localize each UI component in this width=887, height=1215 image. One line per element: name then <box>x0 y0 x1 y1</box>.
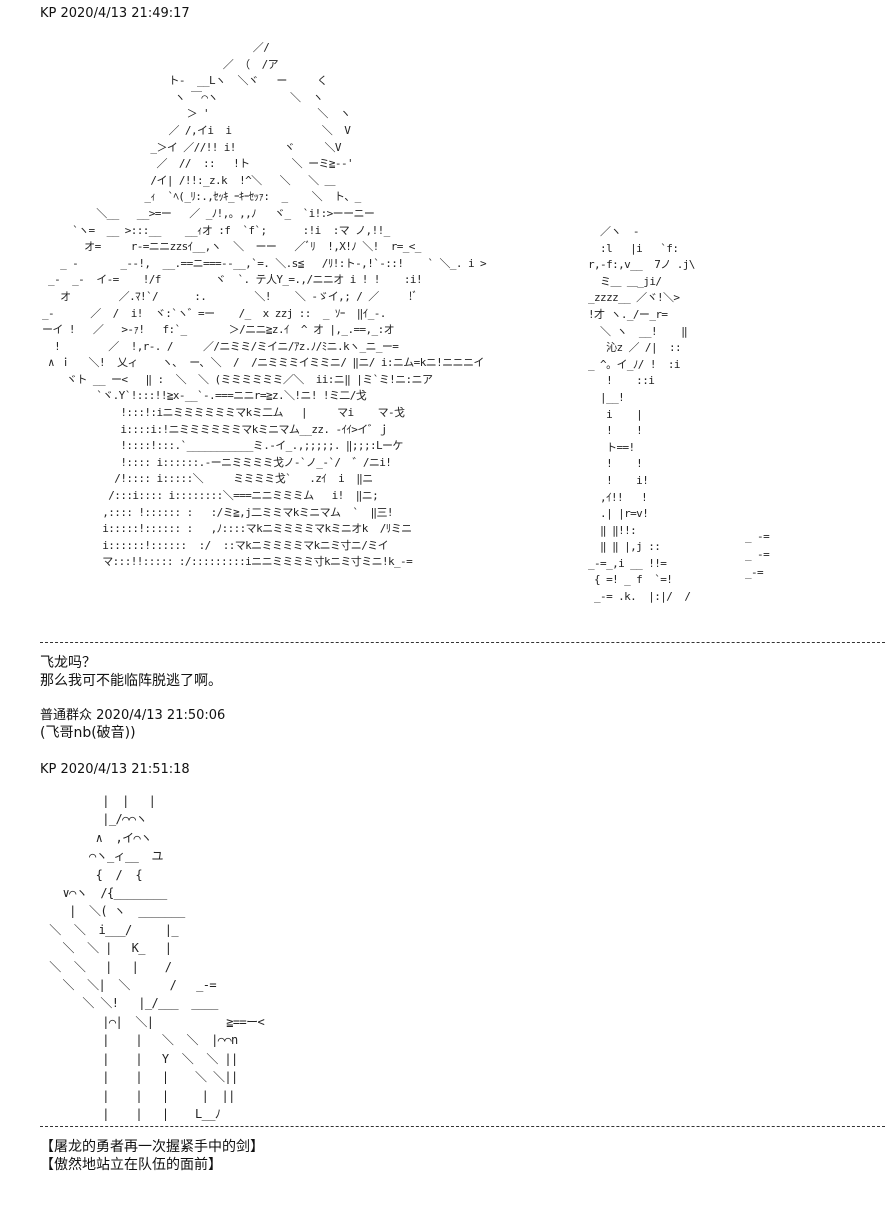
post-text-line: 【傲然地站立在队伍的面前】 <box>40 1157 222 1173</box>
post-text-line: 那么我可不能临阵脱逃了啊。 <box>40 673 222 689</box>
post-header: KP 2020/4/13 21:49:17 <box>40 6 190 21</box>
post-header: 普通群众 2020/4/13 21:50:06 <box>40 708 226 723</box>
ascii-art-hero-sword: | | | |_/⌒⌒ヽ ∧ ,イ⌒ヽ ⌒ヽ_ィ__ ユ { / { ∨⌒ヽ /… <box>49 794 265 1121</box>
ascii-art-sword-slash: _ -= _ -= _-= <box>745 530 770 579</box>
post-divider <box>40 1126 885 1127</box>
ascii-art-knight-side: ／ヽ - :l |i `f: r,-f:,v__ 7ノ .j\ ミ＿ ＿_ji/… <box>588 225 695 604</box>
post-text-line: (飞哥nb(破音)) <box>40 725 136 741</box>
post-divider <box>40 642 885 643</box>
post-header: KP 2020/4/13 21:51:18 <box>40 762 190 777</box>
post-text-line: 飞龙吗？ <box>40 655 96 671</box>
ascii-art-dragon-scene: ／/ ／ （ /ア ト- __Lヽ ＼ヾ ー く ヽ ￣⌒ヽ ＼ ヽ ＞ ' ＼… <box>42 41 487 569</box>
post-text-line: 【屠龙的勇者再一次握紧手中的剑】 <box>40 1139 264 1155</box>
